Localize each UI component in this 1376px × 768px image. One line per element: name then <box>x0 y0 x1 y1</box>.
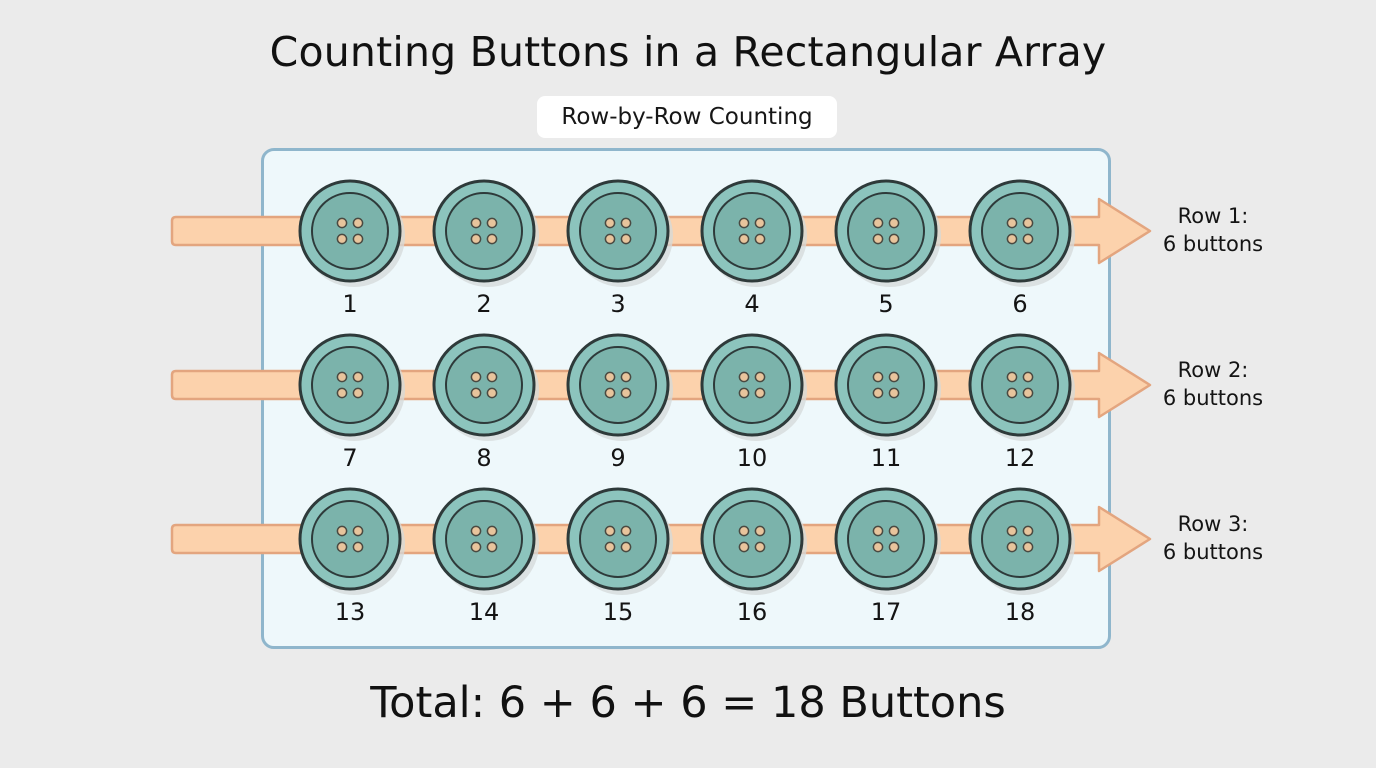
button-count-number: 18 <box>1004 598 1036 626</box>
total-equation: Total: 6 + 6 + 6 = 18 Buttons <box>370 678 1006 728</box>
sewing-button-icon <box>566 487 673 595</box>
button-count-number: 7 <box>342 444 358 472</box>
subtitle-badge: Row-by-Row Counting <box>537 96 837 138</box>
row-label-count: 6 buttons <box>1162 232 1264 256</box>
sewing-button-icon <box>700 487 807 595</box>
sewing-button-icon <box>432 179 539 287</box>
row-label-2: Row 2: 6 buttons <box>1150 356 1276 412</box>
sewing-button-icon <box>834 179 941 287</box>
sewing-button-icon <box>432 333 539 441</box>
sewing-button-icon <box>566 179 673 287</box>
button-count-number: 2 <box>476 290 492 318</box>
sewing-button-icon <box>566 333 673 441</box>
row-label-count: 6 buttons <box>1162 386 1264 410</box>
sewing-button-icon <box>968 179 1075 287</box>
diagram-title: Counting Buttons in a Rectangular Array <box>269 28 1107 76</box>
button-count-number: 9 <box>610 444 626 472</box>
sewing-button-icon <box>298 179 405 287</box>
row-label-title: Row 1: <box>1177 204 1249 228</box>
button-count-number: 1 <box>342 290 358 318</box>
button-count-number: 10 <box>736 444 768 472</box>
row-label-count: 6 buttons <box>1162 540 1264 564</box>
sewing-button-icon <box>432 487 539 595</box>
sewing-button-icon <box>298 333 405 441</box>
sewing-button-icon <box>968 333 1075 441</box>
button-count-number: 13 <box>334 598 366 626</box>
button-count-number: 6 <box>1012 290 1028 318</box>
button-count-number: 5 <box>878 290 894 318</box>
button-count-number: 4 <box>744 290 760 318</box>
row-label-title: Row 3: <box>1177 512 1249 536</box>
button-count-number: 14 <box>468 598 500 626</box>
button-count-number: 8 <box>476 444 492 472</box>
sewing-button-icon <box>968 487 1075 595</box>
row-label-1: Row 1: 6 buttons <box>1150 202 1276 258</box>
row-label-3: Row 3: 6 buttons <box>1150 510 1276 566</box>
sewing-button-icon <box>834 487 941 595</box>
button-count-number: 11 <box>870 444 902 472</box>
row-label-title: Row 2: <box>1177 358 1249 382</box>
button-count-number: 12 <box>1004 444 1036 472</box>
button-count-number: 3 <box>610 290 626 318</box>
button-count-number: 17 <box>870 598 902 626</box>
button-count-number: 16 <box>736 598 768 626</box>
sewing-button-icon <box>700 179 807 287</box>
sewing-button-icon <box>834 333 941 441</box>
button-count-number: 15 <box>602 598 634 626</box>
sewing-button-icon <box>700 333 807 441</box>
sewing-button-icon <box>298 487 405 595</box>
